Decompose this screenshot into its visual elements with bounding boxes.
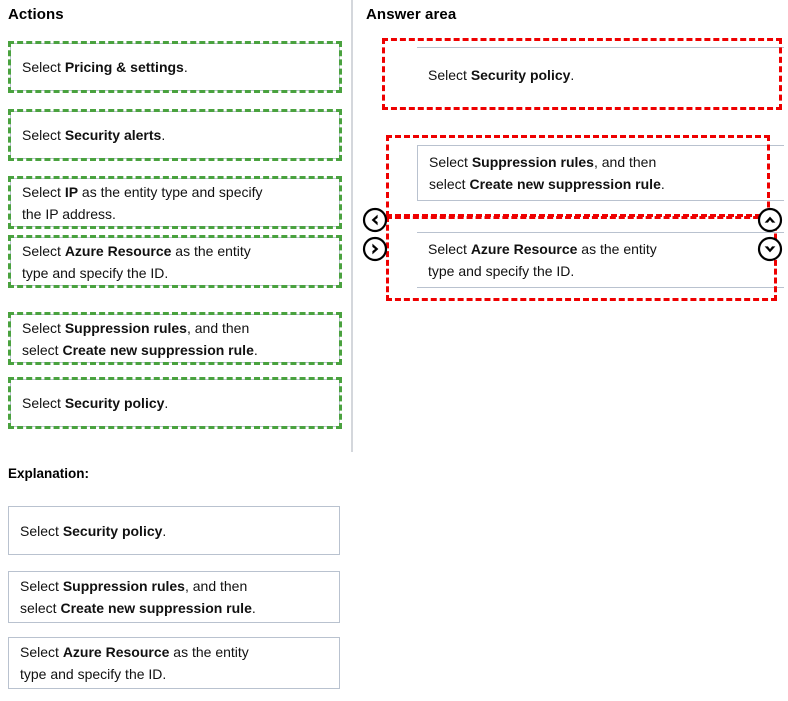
plain-text: Select: [20, 522, 63, 539]
action-card[interactable]: Select Pricing & settings.: [10, 43, 340, 91]
emphasis-text: Azure Resource: [62, 644, 170, 660]
plain-text: select: [429, 176, 470, 192]
plain-text: , and then: [186, 319, 250, 336]
plain-text: Select: [22, 319, 65, 336]
plain-text: type and specify the ID.: [428, 263, 575, 279]
plain-text: Select: [22, 127, 65, 143]
actions-column-heading: Actions: [8, 6, 64, 23]
emphasis-text: Suppression rules: [64, 319, 187, 336]
plain-text: .: [164, 395, 169, 411]
plain-text: .: [570, 66, 575, 83]
plain-text: Select: [429, 154, 472, 170]
emphasis-text: Azure Resource: [470, 241, 578, 257]
chevron-down-circle-icon[interactable]: [757, 236, 783, 262]
card-text-line: Select Suppression rules, and then: [429, 151, 774, 173]
emphasis-text: IP: [64, 183, 79, 200]
plain-text: Select: [428, 241, 471, 257]
plain-text: .: [161, 127, 166, 143]
plain-text: type and specify the ID.: [20, 666, 167, 682]
emphasis-text: Create new suppression rule: [469, 176, 661, 192]
card-text-line: select Create new suppression rule.: [20, 597, 329, 619]
card-text-line: select Create new suppression rule.: [22, 339, 329, 361]
plain-text: as the entity type and specify: [78, 183, 263, 200]
plain-text: as the entity: [171, 242, 251, 259]
plain-text: Select: [20, 644, 63, 660]
emphasis-text: Pricing & settings: [64, 59, 184, 75]
card-text-line: type and specify the ID.: [428, 260, 774, 282]
plain-text: select: [22, 341, 63, 358]
chevron-up-circle-icon[interactable]: [757, 207, 783, 233]
card-text-line: type and specify the ID.: [20, 663, 329, 685]
plain-text: select: [20, 600, 61, 616]
answer-card[interactable]: Select Security policy.: [417, 47, 784, 101]
emphasis-text: Security alerts: [64, 127, 162, 143]
emphasis-text: Suppression rules: [62, 578, 185, 594]
emphasis-text: Create new suppression rule: [62, 341, 254, 358]
card-text-line: Select Security alerts.: [22, 124, 329, 146]
plain-text: type and specify the ID.: [22, 264, 169, 281]
chevron-left-circle-icon[interactable]: [362, 207, 388, 233]
plain-text: Select: [22, 59, 65, 75]
action-card[interactable]: Select Security alerts.: [10, 111, 340, 159]
chevron-right-circle-icon[interactable]: [362, 236, 388, 262]
plain-text: Select: [22, 242, 65, 259]
emphasis-text: Security policy: [62, 522, 163, 539]
plain-text: .: [162, 522, 167, 539]
plain-text: as the entity: [577, 241, 657, 257]
plain-text: .: [660, 176, 665, 192]
card-text-line: type and specify the ID.: [22, 262, 329, 284]
card-text-line: the IP address.: [22, 203, 329, 225]
emphasis-text: Azure Resource: [64, 242, 172, 259]
explanation-heading: Explanation:: [8, 466, 90, 481]
card-text-line: Select Security policy.: [20, 520, 329, 542]
card-text-line: Select IP as the entity type and specify: [22, 181, 329, 203]
plain-text: .: [183, 59, 188, 75]
card-text-line: select Create new suppression rule.: [429, 173, 774, 195]
action-card[interactable]: Select IP as the entity type and specify…: [10, 178, 340, 227]
column-divider: [351, 0, 353, 452]
plain-text: Select: [22, 395, 65, 411]
plain-text: Select: [428, 66, 471, 83]
plain-text: Select: [20, 578, 63, 594]
card-text-line: Select Security policy.: [22, 392, 329, 414]
card-text-line: Select Suppression rules, and then: [22, 317, 329, 339]
emphasis-text: Security policy: [64, 395, 165, 411]
card-text-line: Select Security policy.: [428, 64, 774, 86]
emphasis-text: Create new suppression rule: [60, 600, 252, 616]
card-text-line: Select Azure Resource as the entity: [22, 240, 329, 262]
plain-text: the IP address.: [22, 205, 116, 222]
card-text-line: Select Suppression rules, and then: [20, 575, 329, 597]
plain-text: .: [251, 600, 256, 616]
answer-area-heading: Answer area: [366, 6, 457, 23]
plain-text: , and then: [593, 154, 657, 170]
emphasis-text: Suppression rules: [471, 154, 594, 170]
explanation-card: Select Security policy.: [8, 506, 340, 555]
action-card[interactable]: Select Security policy.: [10, 379, 340, 427]
card-text-line: Select Pricing & settings.: [22, 56, 329, 78]
emphasis-text: Security policy: [470, 66, 571, 83]
card-text-line: Select Azure Resource as the entity: [20, 641, 329, 663]
card-text-line: Select Azure Resource as the entity: [428, 238, 774, 260]
plain-text: , and then: [184, 578, 248, 594]
plain-text: Select: [22, 183, 65, 200]
plain-text: .: [253, 341, 258, 358]
plain-text: as the entity: [169, 644, 249, 660]
